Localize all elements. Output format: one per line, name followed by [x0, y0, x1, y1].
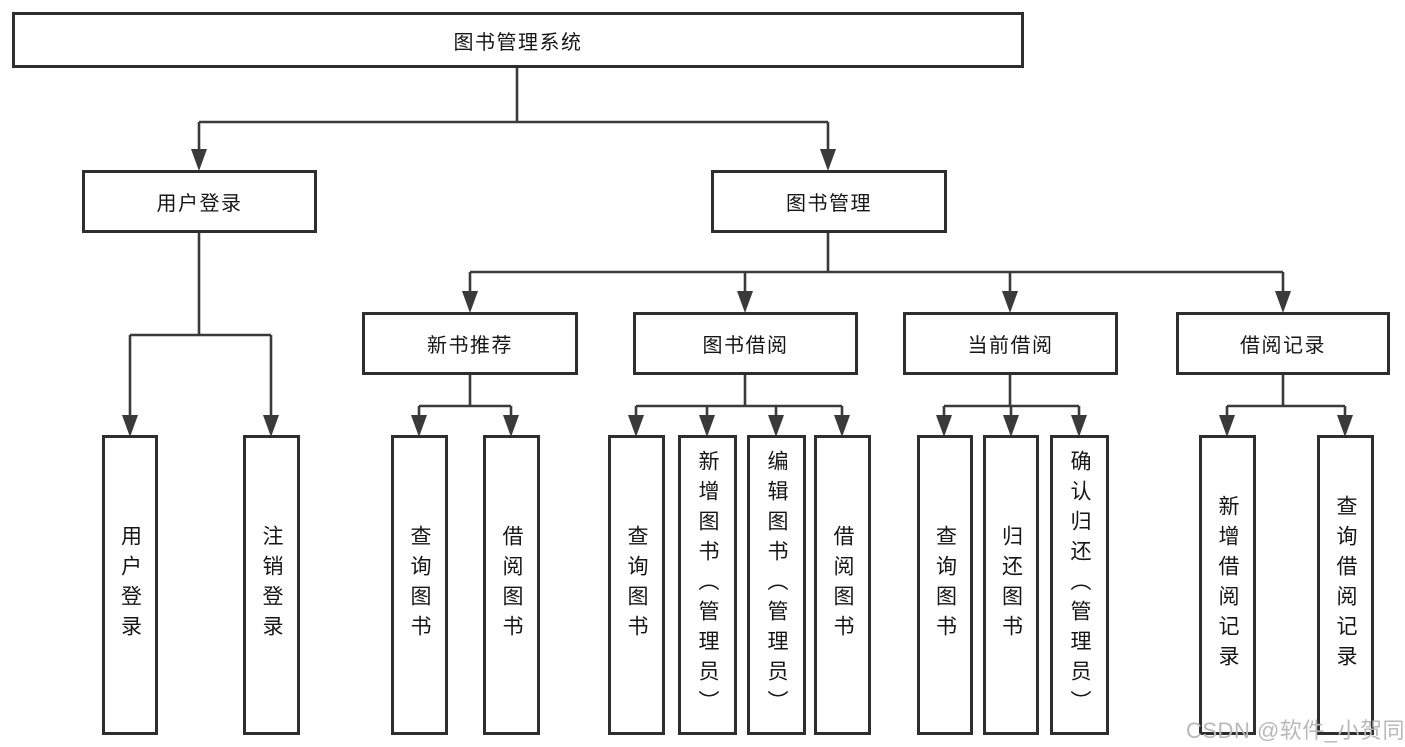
arrowhead	[1003, 415, 1019, 437]
node-library-system: 图书管理系统	[12, 12, 1024, 68]
node-rec-query-books: 查询图书	[391, 435, 448, 735]
node-records-add-record: 新增借阅记录	[1199, 435, 1256, 735]
node-borrow-add-books-admin: 新增图书（管理员）	[678, 435, 737, 735]
node-borrow-borrow-books: 借阅图书	[814, 435, 871, 735]
node-label: 编辑图书（管理员）	[765, 450, 788, 720]
arrowhead	[1337, 415, 1353, 437]
connector-book-mgmt-children	[468, 233, 1285, 293]
node-user-login: 用户登录	[82, 170, 317, 233]
node-current-borrow: 当前借阅	[903, 312, 1118, 375]
node-label: 新增借阅记录	[1216, 495, 1239, 675]
csdn-watermark: CSDN @软件_小贺同学	[1186, 718, 1405, 743]
arrowhead	[411, 415, 427, 437]
connector-recommend-children	[417, 374, 513, 417]
arrowhead	[737, 291, 753, 313]
node-label: 图书管理系统	[453, 31, 583, 54]
node-leaf-user-login: 用户登录	[102, 435, 158, 735]
arrowhead	[628, 415, 644, 437]
node-label: 新书推荐	[427, 335, 513, 357]
node-current-query-books: 查询图书	[917, 435, 973, 735]
node-label: 用户登录	[156, 193, 243, 215]
node-borrow-records: 借阅记录	[1176, 312, 1390, 375]
arrowhead	[1071, 415, 1087, 437]
connector-root-to-level2	[197, 68, 830, 151]
node-label: 注销登录	[260, 525, 283, 645]
node-borrow-query-books: 查询图书	[608, 435, 665, 735]
node-label: 借阅记录	[1240, 335, 1326, 357]
node-book-borrow: 图书借阅	[633, 312, 858, 375]
node-new-book-recommend: 新书推荐	[362, 312, 578, 375]
node-label: 借阅图书	[500, 525, 523, 645]
node-label: 当前借阅	[967, 335, 1054, 357]
node-label: 确认归还（管理员）	[1068, 450, 1091, 720]
arrowhead	[263, 415, 279, 437]
arrowhead	[1002, 291, 1018, 313]
node-records-query-record: 查询借阅记录	[1317, 435, 1374, 735]
arrowhead	[503, 415, 519, 437]
connector-current-children	[942, 374, 1081, 417]
node-label: 查询借阅记录	[1334, 495, 1357, 675]
arrowhead	[191, 149, 207, 171]
node-book-management: 图书管理	[711, 170, 947, 233]
node-rec-borrow-books: 借阅图书	[483, 435, 540, 735]
arrowhead	[1275, 291, 1291, 313]
node-label: 归还图书	[999, 525, 1023, 645]
arrowhead	[462, 291, 478, 313]
node-label: 借阅图书	[831, 525, 854, 645]
node-label: 查询图书	[625, 525, 648, 645]
node-current-confirm-return-admin: 确认归还（管理员）	[1050, 435, 1109, 735]
arrowhead	[1219, 415, 1235, 437]
node-label: 新增图书（管理员）	[696, 450, 719, 720]
arrowhead	[936, 415, 952, 437]
arrowhead	[834, 415, 850, 437]
connector-borrow-children	[634, 374, 844, 417]
arrowhead	[768, 415, 784, 437]
arrowhead	[122, 415, 138, 437]
node-borrow-edit-books-admin: 编辑图书（管理员）	[747, 435, 806, 735]
arrowhead	[820, 149, 836, 171]
node-current-return-books: 归还图书	[983, 435, 1039, 735]
arrowhead	[699, 415, 715, 437]
connector-user-login-children	[128, 233, 273, 417]
node-label: 图书管理	[786, 193, 872, 215]
node-label: 查询图书	[933, 525, 957, 645]
connector-records-children	[1225, 374, 1347, 417]
node-label: 查询图书	[408, 525, 431, 645]
node-label: 用户登录	[118, 525, 142, 645]
node-leaf-logout: 注销登录	[243, 435, 300, 735]
node-label: 图书借阅	[702, 335, 789, 357]
